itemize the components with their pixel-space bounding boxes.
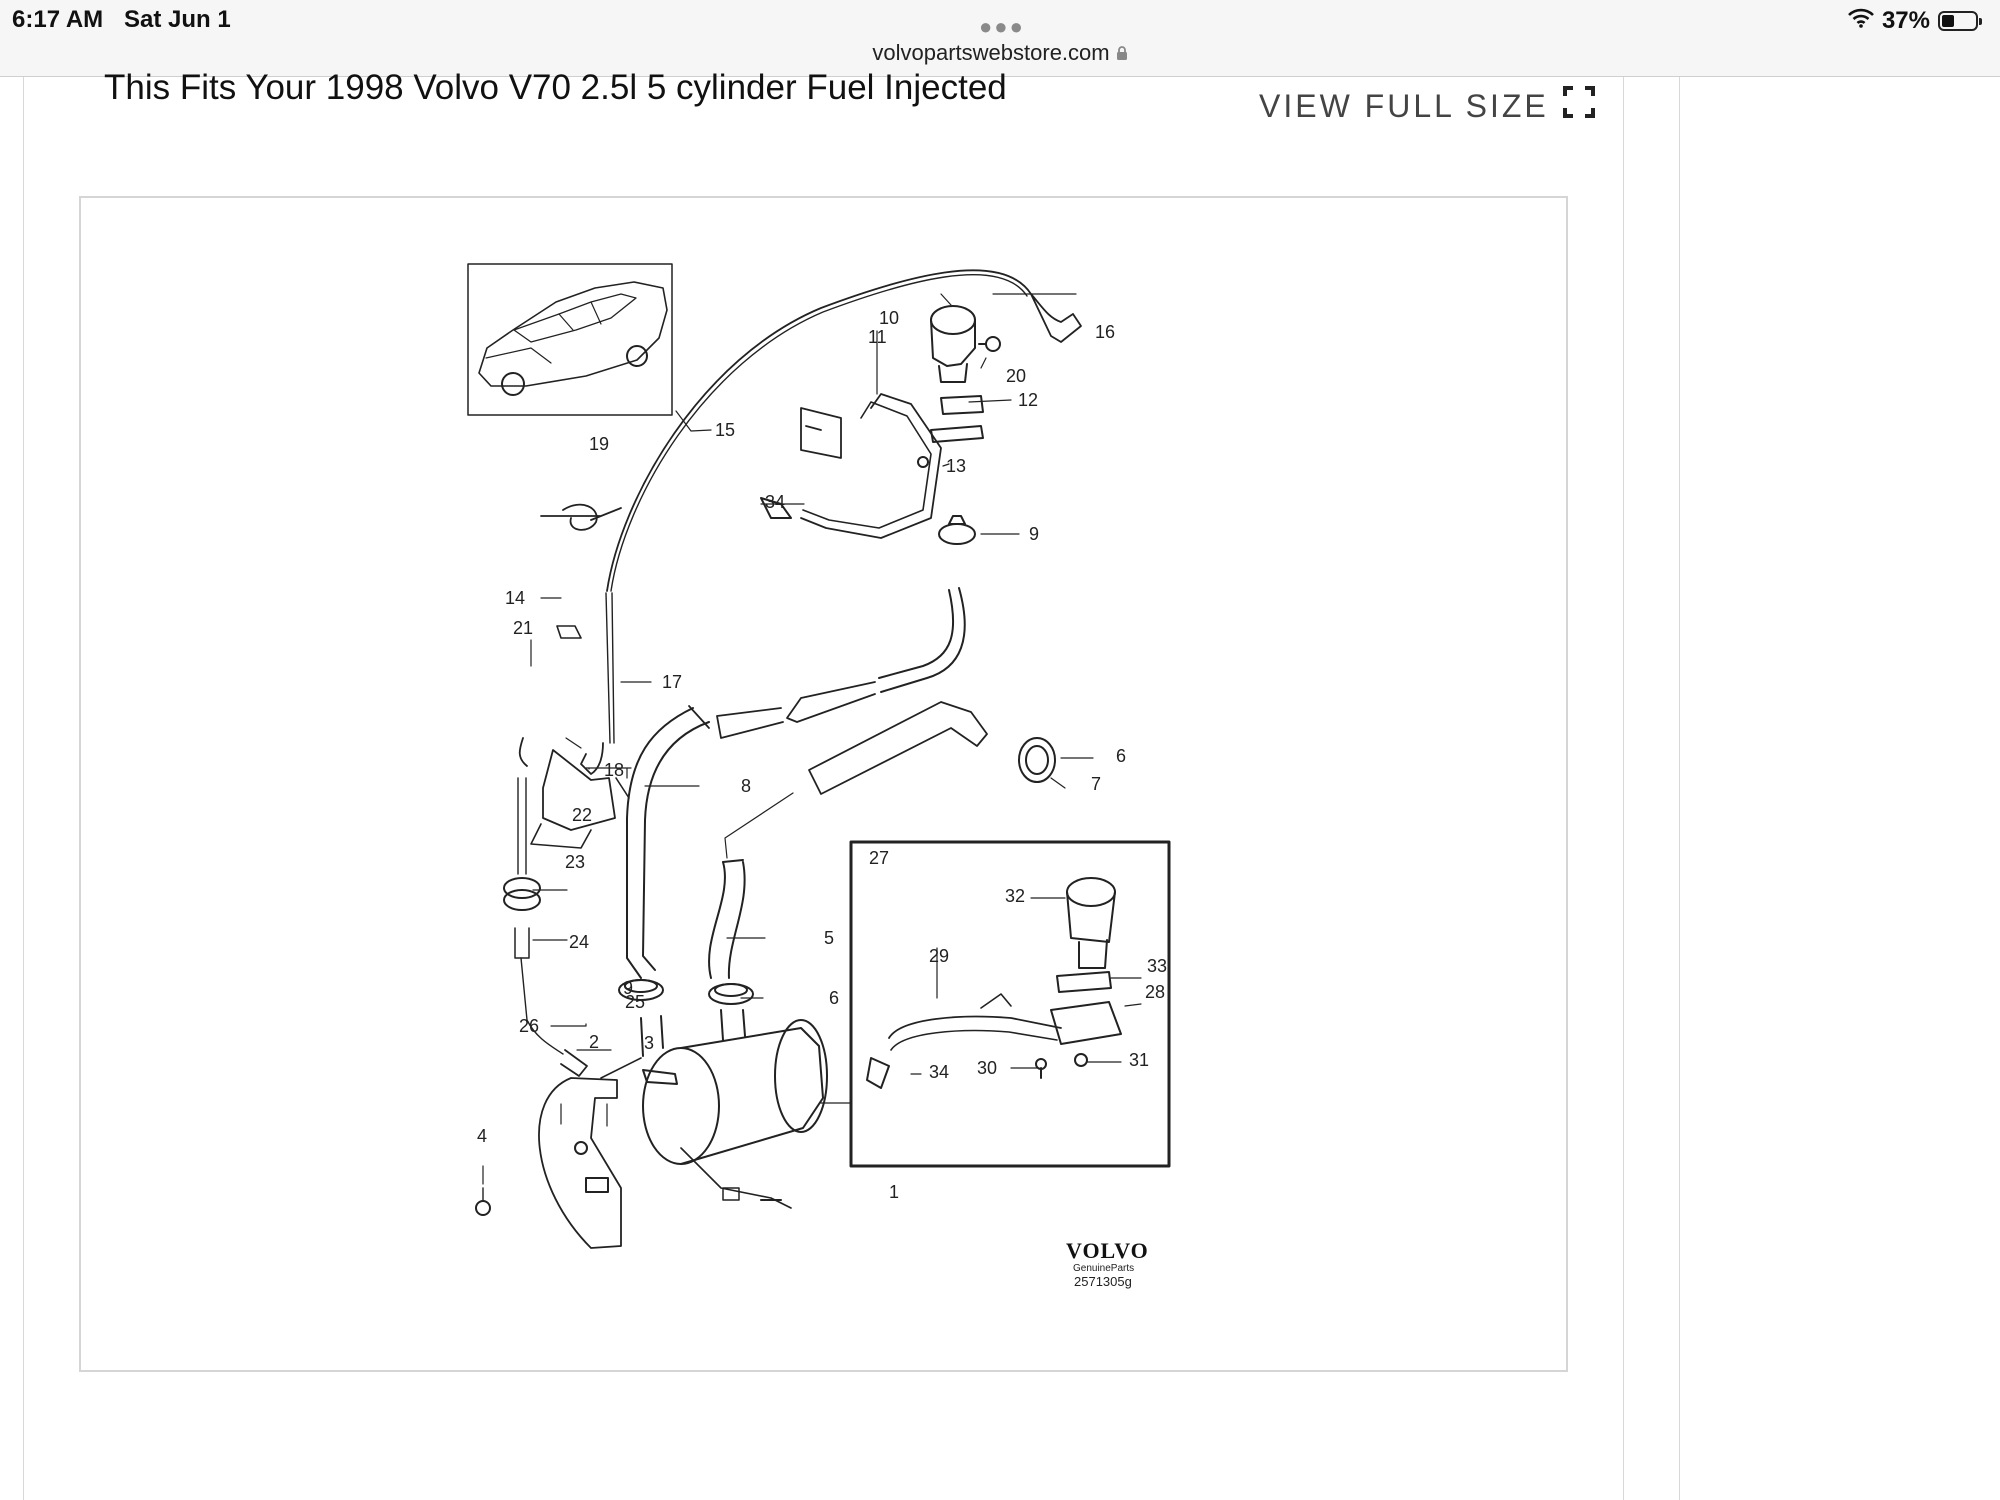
page-title: This Fits Your 1998 Volvo V70 2.5l 5 cyl… [104,68,1007,107]
more-dots-icon[interactable]: ●●● [979,14,1025,39]
parts-diagram: 1 2 3 4 5 6 6 7 8 9 9 10 11 12 13 14 15 … [467,263,1171,1289]
page-divider [1679,77,1680,1500]
callout-12[interactable]: 12 [1018,390,1038,410]
battery-level [1942,15,1954,27]
inset-detail-27 [849,840,1171,1168]
part-reference: 2571305g [1074,1274,1132,1289]
volvo-brand-block: VOLVO GenuineParts 2571305g [1066,1238,1149,1289]
callout-6-upper[interactable]: 6 [1116,746,1126,766]
url-text: volvopartswebstore.com [872,40,1110,65]
air-pump-part-1 [640,1009,828,1209]
lock-icon [1116,41,1128,67]
callout-5[interactable]: 5 [824,928,834,948]
callout-17[interactable]: 17 [662,672,682,692]
callout-22[interactable]: 22 [572,805,592,825]
callout-34-inset[interactable]: 34 [929,1062,949,1082]
callout-2[interactable]: 2 [589,1032,599,1052]
expand-icon [1562,86,1595,126]
battery-icon [1938,11,1982,31]
leader-lines [482,293,1142,1185]
callout-30[interactable]: 30 [977,1058,997,1078]
callout-28[interactable]: 28 [1145,982,1165,1002]
status-time: 6:17 AM [12,6,104,33]
wifi-icon [1848,7,1874,35]
callout-29[interactable]: 29 [929,946,949,966]
callout-6-lower[interactable]: 6 [829,988,839,1008]
callout-33[interactable]: 33 [1147,956,1167,976]
callout-11[interactable]: 11 [868,327,887,347]
page-divider [1623,77,1624,1500]
air-valve-part-10 [930,305,1001,443]
genuine-parts-label: GenuineParts [1073,1263,1134,1274]
callout-25[interactable]: 25 [625,992,645,1012]
callout-1[interactable]: 1 [889,1182,899,1202]
callout-24[interactable]: 24 [569,932,589,952]
callout-10[interactable]: 10 [879,308,899,328]
callout-23[interactable]: 23 [565,852,585,872]
callout-27[interactable]: 27 [869,848,889,868]
parts-diagram-frame[interactable]: 1 2 3 4 5 6 6 7 8 9 9 10 11 12 13 14 15 … [79,196,1568,1372]
vehicle-thumbnail [467,263,673,416]
view-full-size-label: VIEW FULL SIZE [1259,87,1549,124]
callout-labels: 1 2 3 4 5 6 6 7 8 9 9 10 11 12 13 14 15 … [477,308,1167,1202]
callout-13[interactable]: 13 [946,456,966,476]
view-full-size-button[interactable]: VIEW FULL SIZE [1259,86,1595,126]
status-bar: 6:17 AM Sat Jun 1 ●●● volvopartswebstore… [0,0,2000,77]
callout-16[interactable]: 16 [1095,322,1115,342]
callout-34-upper[interactable]: 34 [765,492,785,512]
address-bar[interactable]: volvopartswebstore.com [0,40,2000,67]
callout-7[interactable]: 7 [1091,774,1101,794]
callout-31[interactable]: 31 [1129,1050,1149,1070]
callout-19[interactable]: 19 [589,434,609,454]
callout-15[interactable]: 15 [715,420,735,440]
callout-9-upper[interactable]: 9 [1029,524,1039,544]
battery-percent: 37% [1881,7,1930,34]
callout-18[interactable]: 18 [604,760,624,780]
callout-20[interactable]: 20 [1006,366,1026,386]
callout-4[interactable]: 4 [477,1126,487,1146]
volvo-logo: VOLVO [1066,1238,1149,1263]
callout-9-lower[interactable]: 9 [623,978,633,998]
callout-3[interactable]: 3 [644,1033,654,1053]
status-indicators: 37% [1848,6,1982,36]
status-date: Sat Jun 1 [124,6,231,33]
callout-26[interactable]: 26 [519,1016,539,1036]
page-divider [23,77,24,1500]
callout-8[interactable]: 8 [741,776,751,796]
callout-14[interactable]: 14 [505,588,525,608]
callout-21[interactable]: 21 [513,618,533,638]
callout-32[interactable]: 32 [1005,886,1025,906]
